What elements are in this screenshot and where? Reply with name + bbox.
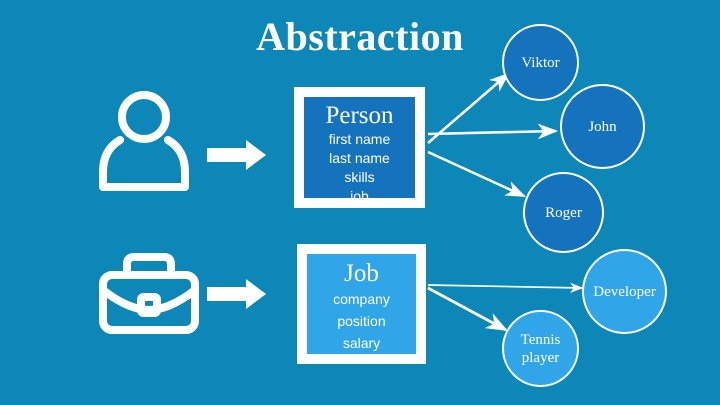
arrow-person-to-viktor — [427, 72, 510, 144]
briefcase-icon — [99, 253, 199, 334]
instance-label: Tennis player — [520, 331, 561, 366]
instance-circle-developer[interactable]: Developer — [582, 249, 667, 334]
instance-circle-tennis[interactable]: Tennis player — [502, 310, 579, 387]
arrow-job-to-tennis — [427, 286, 508, 332]
class-attribute: company — [333, 291, 390, 307]
class-attribute: first name — [328, 131, 391, 147]
class-attribute: job — [350, 188, 369, 204]
instance-circle-john[interactable]: John — [560, 84, 645, 169]
relation-arrows-job — [427, 282, 584, 332]
instance-label: Viktor — [521, 54, 560, 71]
instance-label: Roger — [545, 204, 582, 221]
class-attribute: salary — [342, 335, 381, 351]
class-attribute: position — [337, 313, 386, 329]
class-box-person[interactable]: Person first name last name skills job — [294, 87, 425, 208]
class-box-job[interactable]: Job company position salary — [297, 244, 426, 364]
arrow-person-to-john — [427, 123, 559, 140]
page-title: Abstraction — [256, 14, 464, 59]
class-title-person: Person — [325, 102, 394, 129]
arrow-right-icon — [207, 279, 266, 309]
arrow-person-to-roger — [427, 150, 526, 198]
person-icon — [99, 91, 189, 191]
arrow-right-icon — [207, 140, 266, 170]
instance-label: John — [588, 118, 617, 135]
instance-circle-roger[interactable]: Roger — [523, 172, 604, 253]
class-attribute: skills — [344, 169, 375, 185]
instance-label: Developer — [593, 283, 656, 300]
arrow-job-to-developer — [427, 282, 584, 293]
relation-arrows-person — [427, 72, 559, 198]
instance-circle-viktor[interactable]: Viktor — [502, 24, 579, 101]
class-attribute: last name — [329, 150, 390, 166]
class-title-job: Job — [344, 260, 379, 287]
